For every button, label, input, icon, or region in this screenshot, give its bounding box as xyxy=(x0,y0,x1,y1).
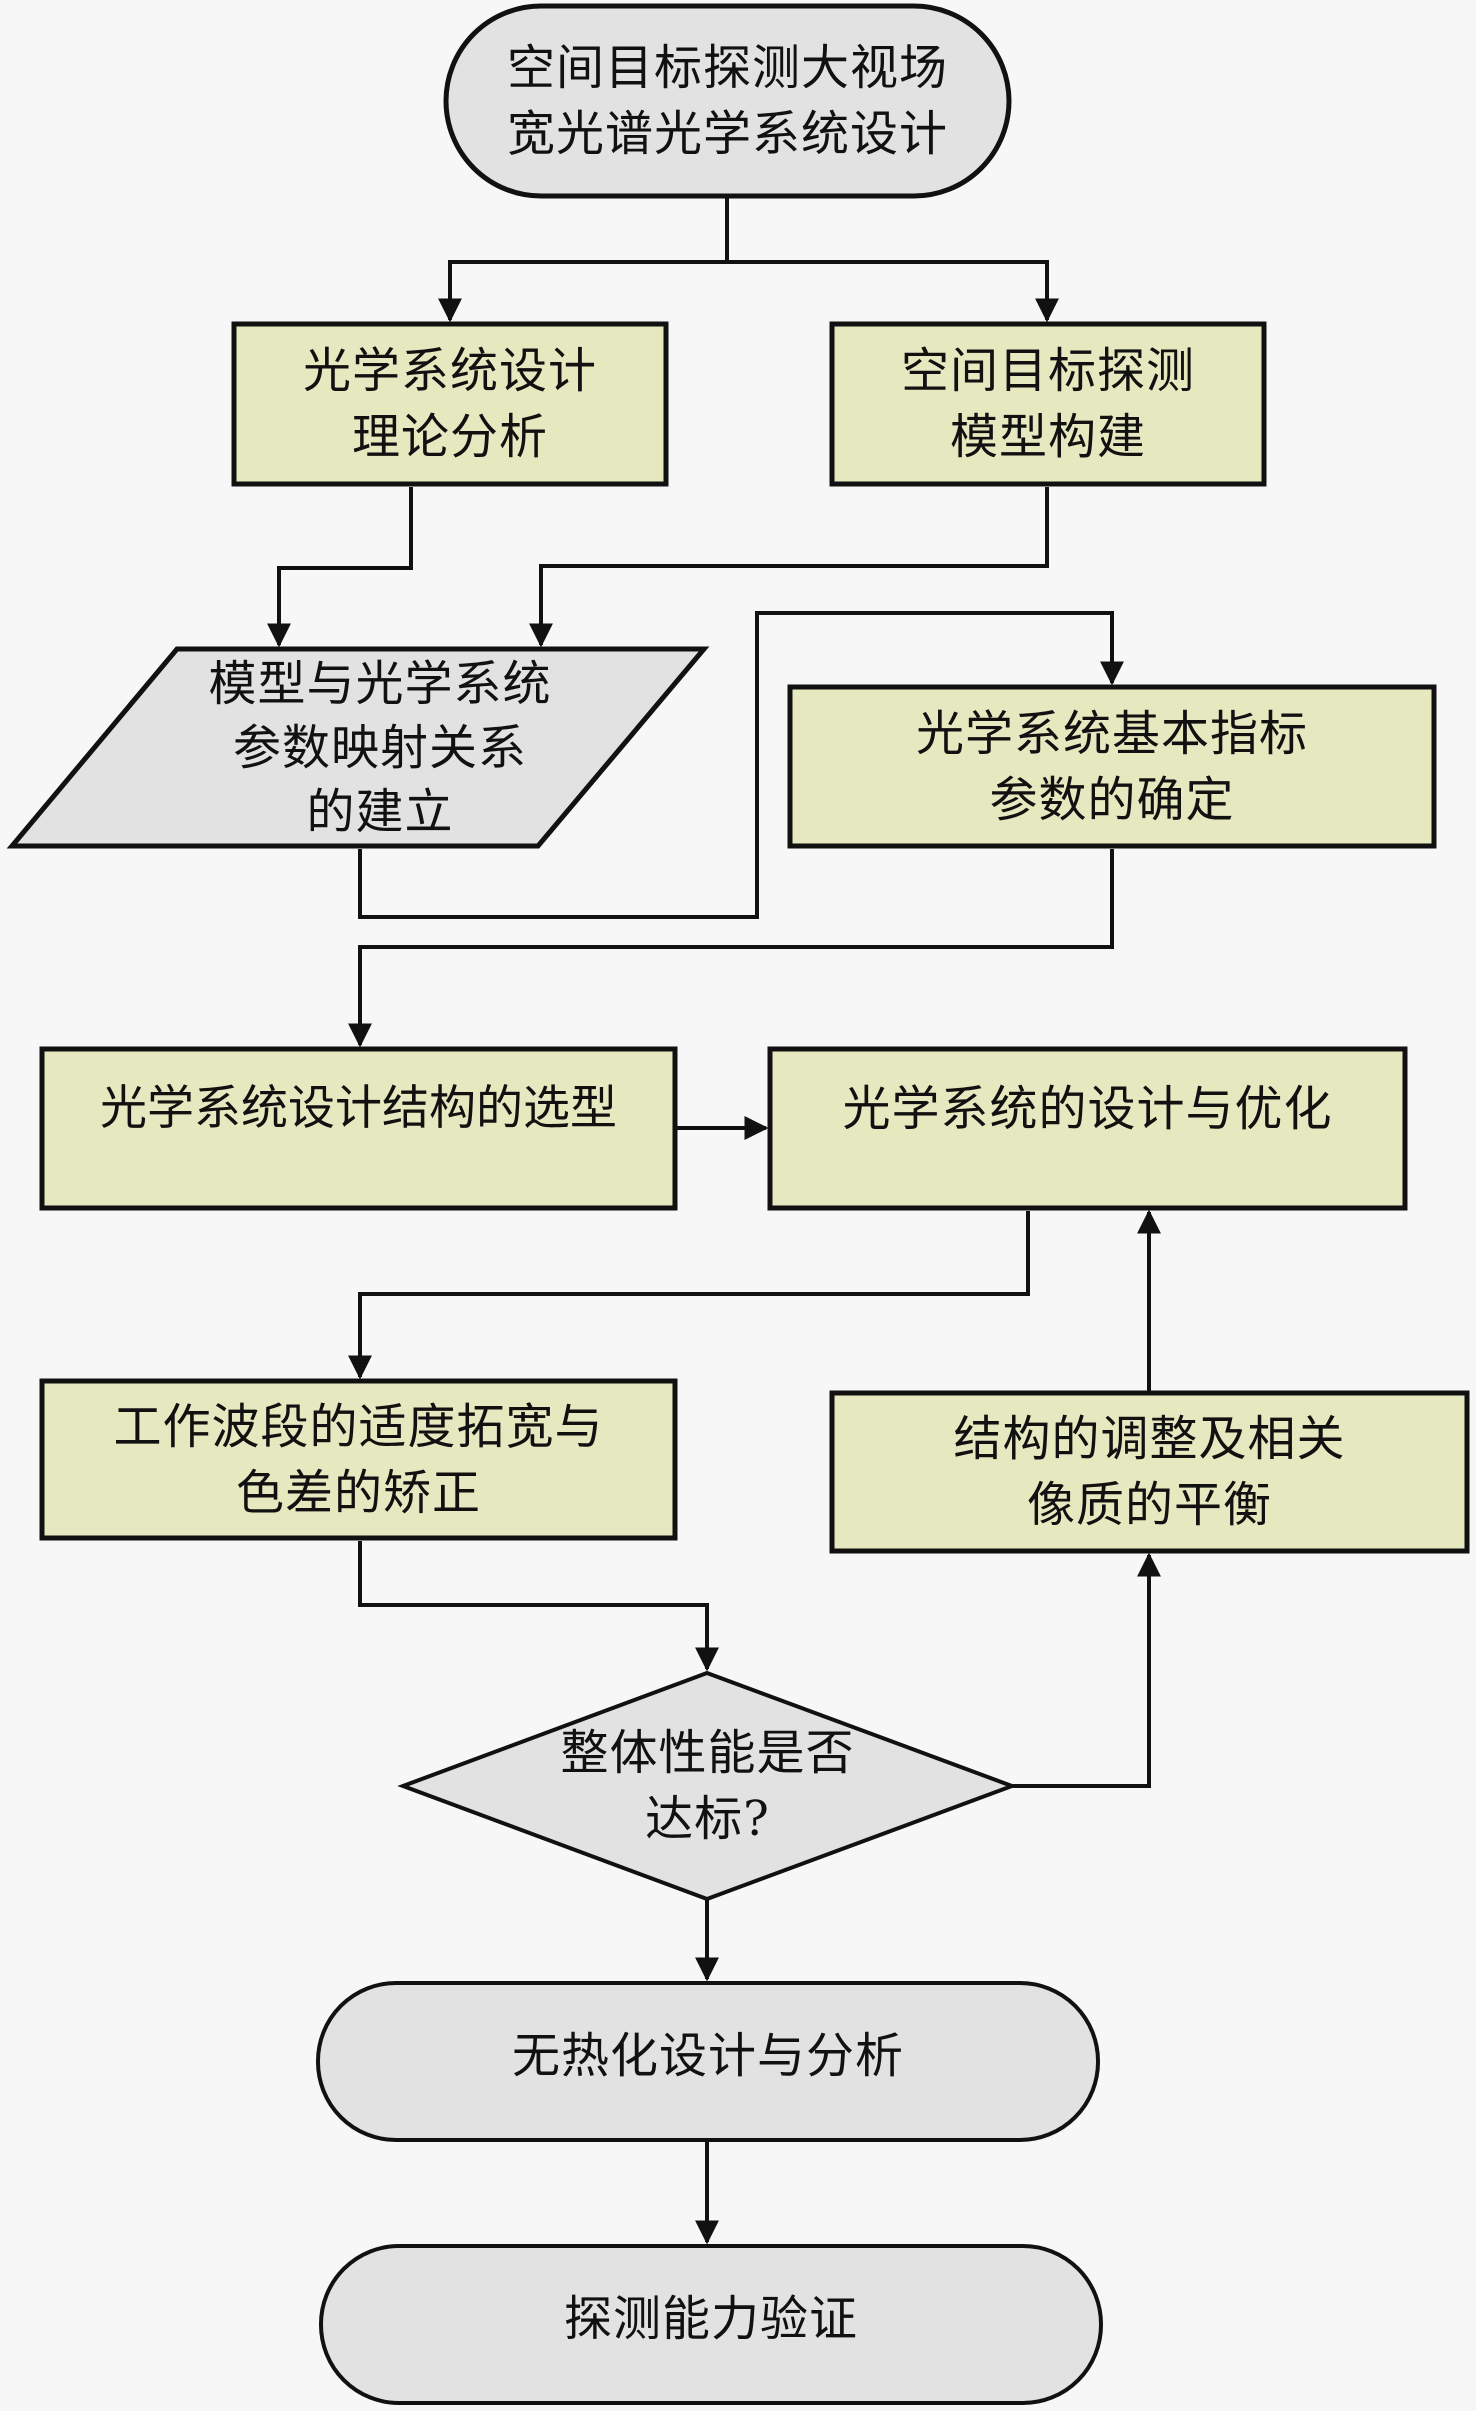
start-label: 空间目标探测大视场 宽光谱光学系统设计 xyxy=(446,6,1009,196)
theory-label-line-2: 理论分析 xyxy=(351,409,548,465)
model-label-line-1: 空间目标探测 xyxy=(900,343,1195,399)
athermal-label: 无热化设计与分析 xyxy=(318,1983,1098,2128)
connector-start-to-model xyxy=(727,260,1059,323)
mapping-parallelogram-shape xyxy=(6,646,710,849)
verify-label: 探测能力验证 xyxy=(321,2246,1101,2391)
optimize-box-shape xyxy=(767,1046,1408,1211)
band-label-line-2: 色差的矫正 xyxy=(235,1464,481,1521)
mapping-label: 模型与光学系统 参数映射关系 的建立 xyxy=(100,649,660,846)
selection-label-line-1: 光学系统设计结构的选型 xyxy=(100,1081,617,1136)
mapping-label-line-2: 参数映射关系 xyxy=(232,719,527,776)
params-box-shape xyxy=(787,684,1437,849)
adjust-label-line-1: 结构的调整及相关 xyxy=(953,1411,1346,1467)
mapping-label-line-3: 的建立 xyxy=(306,783,454,840)
theory-label: 光学系统设计 理论分析 xyxy=(234,324,666,484)
connector-start-to-theory xyxy=(438,197,729,323)
verify-terminator-shape xyxy=(319,2244,1103,2405)
model-label-line-2: 模型构建 xyxy=(949,409,1146,465)
connector-decision-to-adjust xyxy=(1012,1552,1161,1788)
connector-optimize-to-band xyxy=(348,1211,1030,1380)
selection-box-shape xyxy=(39,1046,678,1211)
connector-params-to-selection xyxy=(348,849,1114,1048)
model-box-shape xyxy=(829,321,1267,487)
band-label: 工作波段的适度拓宽与 色差的矫正 xyxy=(42,1381,675,1538)
adjust-label: 结构的调整及相关 像质的平衡 xyxy=(832,1393,1467,1551)
mapping-label-line-1: 模型与光学系统 xyxy=(208,655,552,712)
optimize-label: 光学系统的设计与优化 xyxy=(770,1049,1405,1169)
connector-theory-to-mapping xyxy=(267,487,413,648)
params-label: 光学系统基本指标 参数的确定 xyxy=(790,687,1434,846)
start-label-line-1: 空间目标探测大视场 xyxy=(506,40,948,96)
band-label-line-1: 工作波段的适度拓宽与 xyxy=(113,1398,604,1455)
adjust-label-line-2: 像质的平衡 xyxy=(1026,1477,1272,1533)
params-label-line-1: 光学系统基本指标 xyxy=(915,705,1308,762)
optimize-label-line-1: 光学系统的设计与优化 xyxy=(842,1081,1333,1137)
connector-mapping-to-params xyxy=(358,611,1124,919)
params-label-line-2: 参数的确定 xyxy=(989,771,1235,828)
adjust-box-shape xyxy=(829,1390,1470,1554)
start-label-line-2: 宽光谱光学系统设计 xyxy=(506,106,948,162)
start-terminator-shape xyxy=(443,3,1012,199)
band-box-shape xyxy=(39,1378,678,1541)
athermal-label-line-1: 无热化设计与分析 xyxy=(511,2027,904,2084)
connector-model-to-mapping xyxy=(529,487,1049,648)
theory-label-line-1: 光学系统设计 xyxy=(302,343,597,399)
selection-label: 光学系统设计结构的选型 xyxy=(42,1049,675,1169)
model-label: 空间目标探测 模型构建 xyxy=(832,324,1264,484)
decision-label: 整体性能是否 达标? xyxy=(403,1673,1012,1899)
decision-label-line-1: 整体性能是否 xyxy=(560,1725,855,1781)
connector-band-to-decision xyxy=(358,1541,719,1672)
theory-box-shape xyxy=(231,321,669,487)
decision-label-line-2: 达标? xyxy=(645,1791,770,1847)
verify-label-line-1: 探测能力验证 xyxy=(563,2290,858,2347)
